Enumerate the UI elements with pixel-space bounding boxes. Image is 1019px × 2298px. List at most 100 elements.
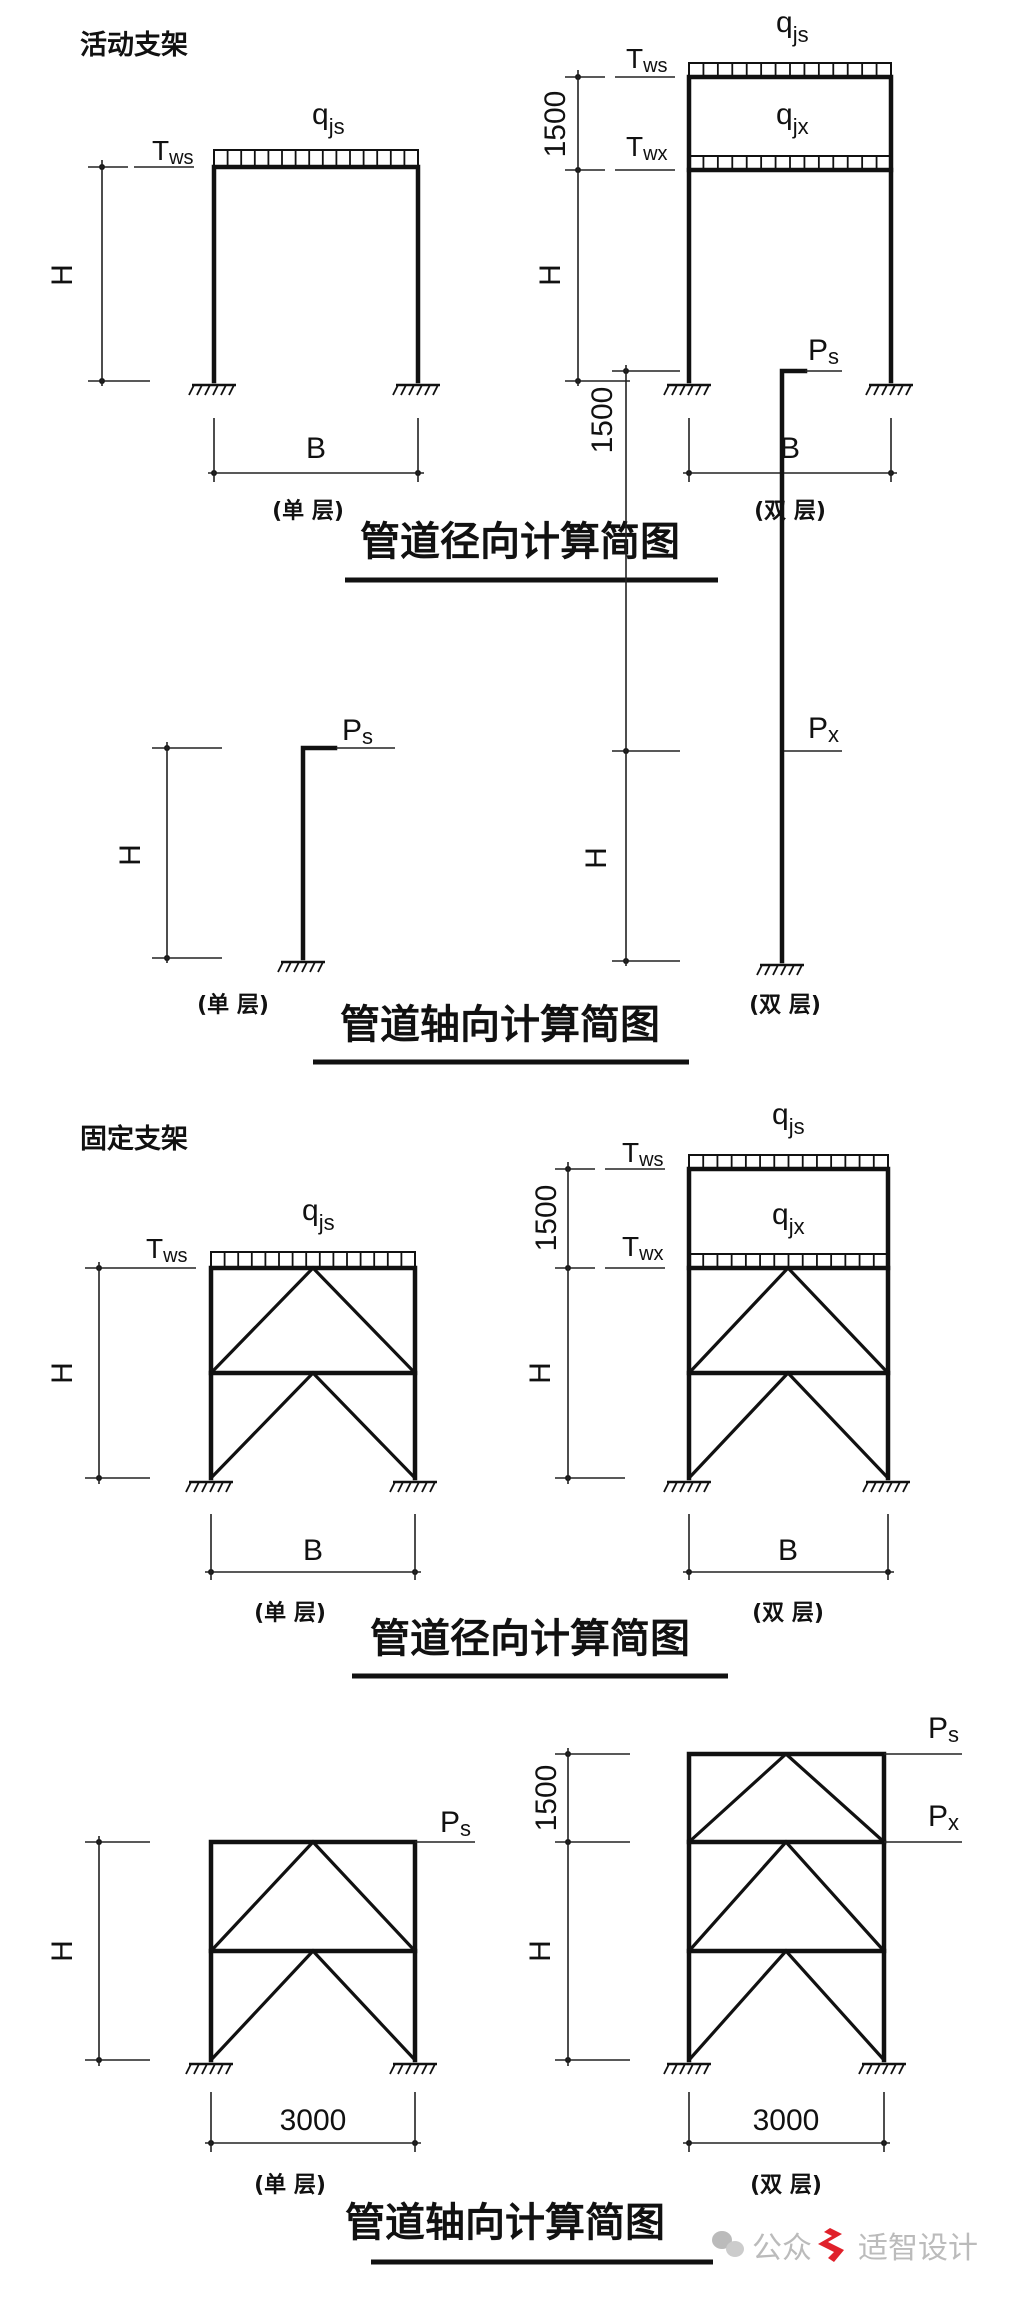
sub-wx: wx (642, 143, 667, 165)
ground-hatch (788, 964, 795, 976)
label-B: B (778, 1534, 798, 1567)
ground-hatch (679, 1481, 686, 1493)
brace-upper (209, 1839, 417, 1953)
ground-hatch (217, 2063, 224, 2075)
ground-hatch (671, 1481, 678, 1493)
ground-hatch (886, 1481, 893, 1493)
sym-P: P (808, 712, 828, 745)
label-H: H (534, 264, 567, 286)
sym-T: T (626, 131, 643, 162)
ground-hatch (703, 2063, 710, 2075)
ground-hatch (905, 384, 912, 396)
sub-x: x (948, 1810, 959, 1835)
ground-hatch (881, 384, 888, 396)
sym-T: T (622, 1231, 639, 1262)
ground-hatch (858, 2063, 865, 2075)
label-H: H (46, 1362, 79, 1384)
ground-hatch (873, 384, 880, 396)
ground-hatch (429, 1481, 436, 1493)
ground-hatch (293, 961, 300, 973)
watermark: 公众 适智设计 (712, 2228, 978, 2266)
sub-s: s (460, 1816, 471, 1841)
caption-single: (单 层) (197, 993, 269, 1018)
brace-lower (687, 1948, 886, 2062)
ground-hatch (663, 384, 670, 396)
ground-hatch (204, 384, 211, 396)
watermark-prefix: 公众 (752, 2231, 812, 2266)
brace-upper (687, 1839, 886, 1953)
post (779, 368, 808, 964)
post (300, 745, 338, 961)
label-B: B (306, 432, 326, 465)
label-Tws: Tws (152, 135, 194, 169)
label-Tws: Tws (622, 1137, 664, 1171)
ground-hatch (400, 384, 407, 396)
ground-hatch (193, 1481, 200, 1493)
ground-hatch (703, 384, 710, 396)
ground-hatch (196, 384, 203, 396)
ground-hatch (277, 961, 284, 973)
caption-double: (双 层) (750, 2173, 822, 2198)
ground-hatch (309, 961, 316, 973)
label-B: B (780, 432, 800, 465)
sub-s: s (828, 344, 839, 369)
ground-hatch (679, 384, 686, 396)
ground-hatch (703, 1481, 710, 1493)
brace-upper (687, 1265, 890, 1375)
caption-double: (双 层) (749, 993, 821, 1018)
title-axial-movable: 管道轴向计算简图 (340, 1002, 660, 1048)
label-Tws: Tws (626, 43, 668, 77)
label-H: H (524, 1940, 557, 1962)
ground-hatch (408, 384, 415, 396)
ground-hatch (695, 2063, 702, 2075)
ground-hatch (878, 1481, 885, 1493)
watermark-name: 适智设计 (858, 2231, 978, 2266)
label-Ps: Ps (342, 714, 373, 749)
ground-hatch (185, 1481, 192, 1493)
ground-hatch (432, 384, 439, 396)
label-1500: 1500 (539, 91, 572, 158)
ground-hatch (897, 384, 904, 396)
label-qjs: qjs (302, 1194, 335, 1235)
sym-q: q (302, 1194, 319, 1227)
title-radial-movable: 管道径向计算简图 (360, 519, 680, 565)
sym-T: T (152, 135, 169, 166)
label-qjx: qjx (776, 98, 809, 139)
generated-marks (96, 62, 913, 2146)
ground-hatch (209, 2063, 216, 2075)
fixed-radial-double-frame: 1500 H Tws Twx qjs qjx B (双 层) (524, 1098, 894, 1626)
ground-hatch (201, 2063, 208, 2075)
ground-hatch (285, 961, 292, 973)
portal-frame (686, 74, 894, 384)
sub-js: js (792, 22, 809, 47)
ground-hatch (421, 2063, 428, 2075)
ground-hatch (389, 1481, 396, 1493)
label-Tws: Tws (146, 1233, 188, 1267)
label-qjs: qjs (776, 6, 809, 47)
label-Px: Px (808, 712, 839, 747)
label-Ps: Ps (928, 1712, 959, 1747)
ground-hatch (397, 1481, 404, 1493)
caption-double: (双 层) (752, 1601, 824, 1626)
sym-q: q (772, 1098, 789, 1131)
sym-P: P (342, 714, 362, 747)
title-axial-fixed: 管道轴向计算简图 (345, 2200, 665, 2246)
sub-wx: wx (638, 1243, 663, 1265)
ground-hatch (317, 961, 324, 973)
ground-hatch (663, 2063, 670, 2075)
label-H: H (46, 1940, 79, 1962)
sym-T: T (626, 43, 643, 74)
sym-P: P (440, 1806, 460, 1839)
label-H: H (580, 847, 613, 869)
ground-hatch (796, 964, 803, 976)
label-Twx: Twx (622, 1231, 664, 1265)
sub-ws: ws (638, 1149, 663, 1171)
ground-hatch (874, 2063, 881, 2075)
ground-hatch (687, 2063, 694, 2075)
label-1500: 1500 (586, 387, 619, 454)
ground-hatch (756, 964, 763, 976)
label-Ps: Ps (808, 334, 839, 369)
portal-frame (211, 164, 421, 384)
